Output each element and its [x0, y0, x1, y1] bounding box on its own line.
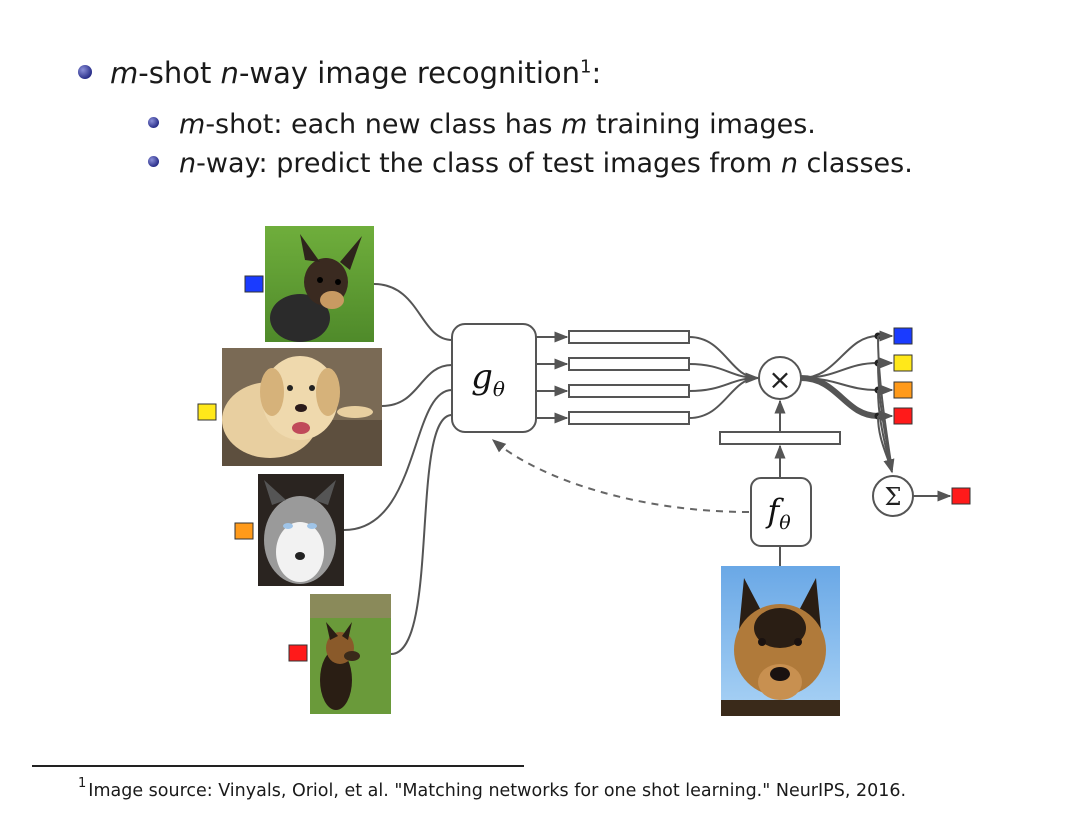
footnote-rule — [32, 765, 524, 767]
german-shepherd-photo — [310, 594, 391, 714]
footnote-text: Image source: Vinyals, Oriol, et al. "Ma… — [88, 780, 907, 801]
bullet-sub-text: -shot: each new class has — [205, 109, 562, 140]
class-color-swatch — [197, 403, 217, 421]
times-symbol: × — [768, 363, 791, 396]
support-embeddings — [568, 330, 690, 425]
embedding-to-product — [688, 336, 760, 419]
bullet-sub-text2: training images. — [587, 109, 816, 140]
sum-connectors — [877, 335, 895, 474]
bullet-main: m-shot n-way image recognition1: — [78, 56, 601, 90]
var-n: n — [780, 148, 798, 179]
bullet-main-colon: : — [591, 56, 602, 90]
german-shepherd-query-photo — [721, 566, 840, 716]
bullet-dot-icon — [148, 156, 159, 167]
bullet-main-text: -shot — [138, 56, 221, 90]
class-color-swatch — [288, 644, 308, 662]
class-color-swatch — [244, 275, 264, 293]
output-label-swatches — [893, 327, 913, 425]
labrador-photo — [222, 348, 382, 466]
footnote-number: 1 — [78, 776, 87, 791]
query-embedding — [719, 431, 841, 445]
support-connectors — [343, 283, 453, 655]
footnote-ref: 1 — [580, 56, 592, 78]
g-theta-box — [451, 323, 537, 433]
var-n: n — [220, 56, 239, 90]
husky-photo — [258, 474, 344, 586]
chihuahua-photo — [265, 226, 374, 342]
var-m: m — [110, 56, 139, 90]
var-m: m — [179, 109, 206, 140]
embedding-arrows — [536, 331, 569, 424]
bullet-sub-text: -way: predict the class of test images f… — [196, 148, 781, 179]
bullet-dot-icon — [78, 65, 92, 79]
attention-curves — [800, 335, 879, 419]
bullet-dot-icon — [148, 117, 159, 128]
bullet-sub-mshot: m-shot: each new class has m training im… — [148, 109, 816, 140]
sum-symbol: Σ — [885, 483, 902, 511]
class-color-swatch — [234, 522, 254, 540]
predicted-class-swatch — [951, 487, 971, 505]
var-m: m — [561, 109, 588, 140]
g-theta-label: gθ — [471, 357, 505, 401]
bullet-sub-text2: classes. — [797, 148, 913, 179]
shared-weights-dashed-arrow — [491, 439, 750, 513]
bullet-main-text2: -way image recognition — [238, 56, 581, 90]
var-n: n — [179, 148, 197, 179]
bullet-sub-nway: n-way: predict the class of test images … — [148, 148, 913, 179]
